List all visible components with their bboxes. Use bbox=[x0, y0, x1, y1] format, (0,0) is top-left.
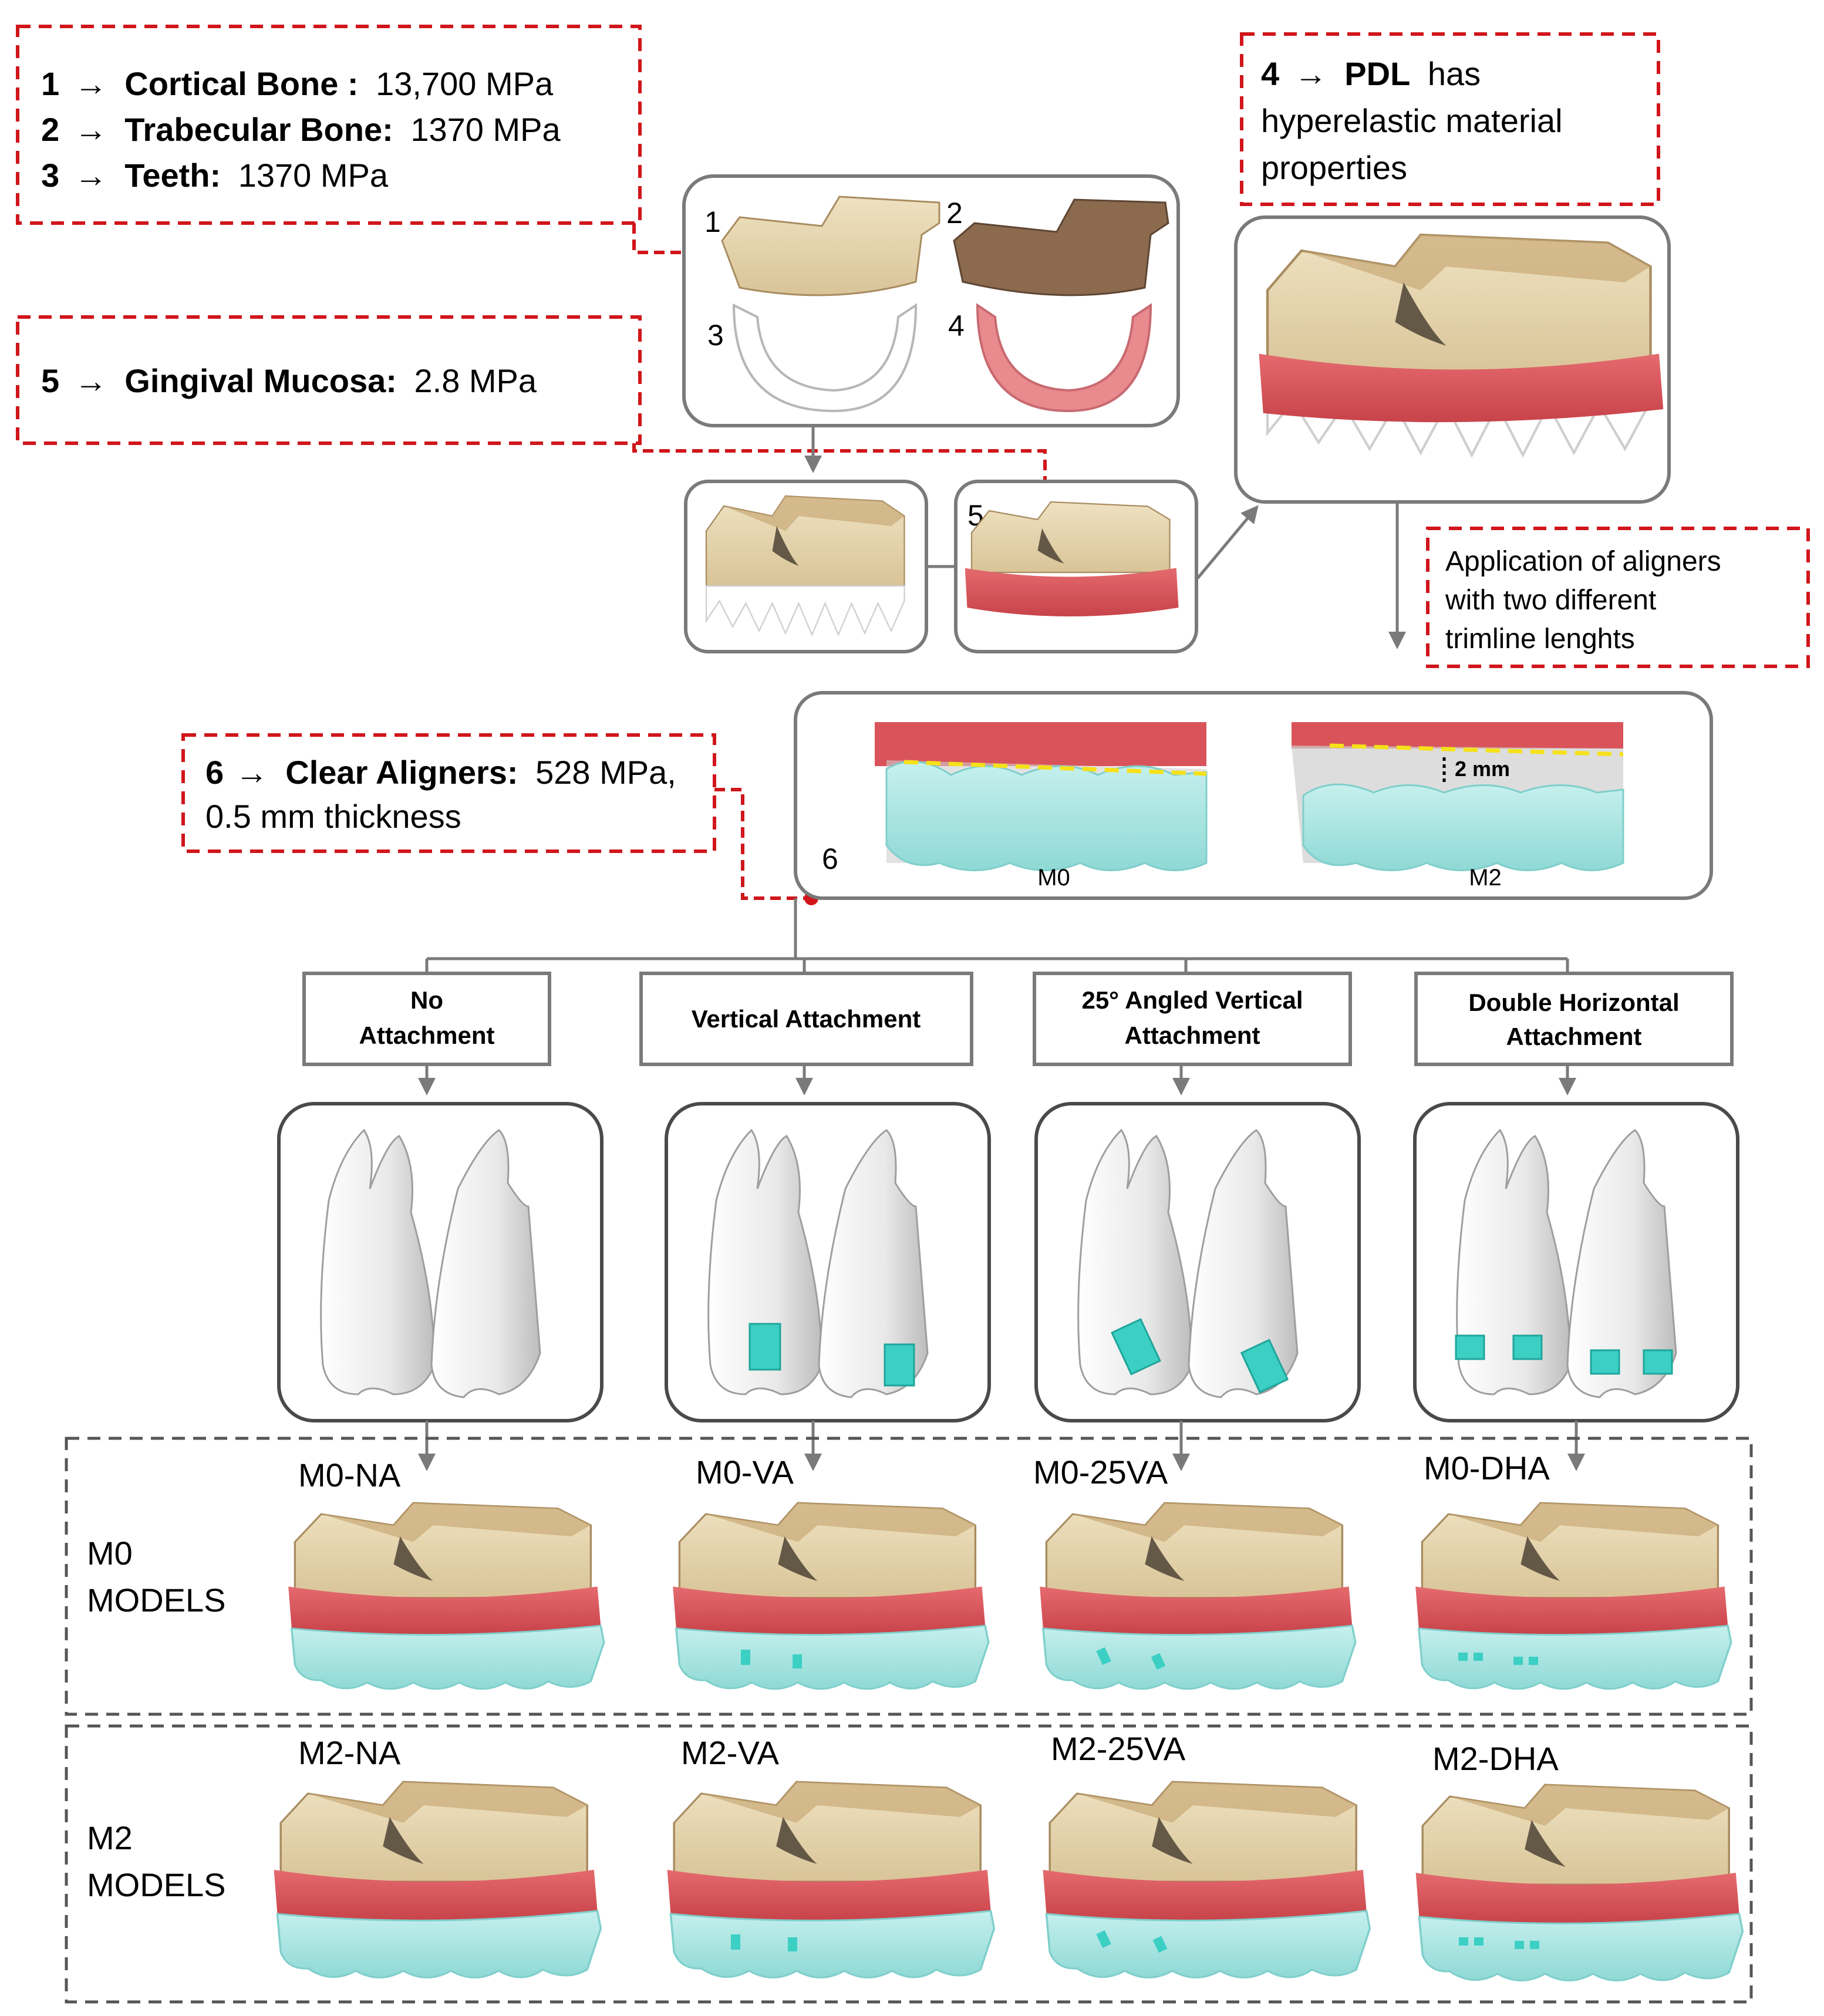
m2-dha-model bbox=[1414, 1784, 1744, 1982]
component-number-1: 1 bbox=[704, 205, 721, 238]
component-number-3: 3 bbox=[707, 319, 724, 352]
attachment-box-angled bbox=[1033, 972, 1352, 1066]
m2-model-label-va: M2-VA bbox=[681, 1734, 780, 1771]
material-line-2: 2 → Trabecular Bone: 1370 MPa bbox=[41, 111, 561, 148]
component-number-2: 2 bbox=[946, 197, 963, 230]
clear-aligners-line-2: 0.5 mm thickness bbox=[205, 798, 461, 835]
m2-trimline-model bbox=[1292, 722, 1624, 871]
gingiva-connector bbox=[632, 443, 1047, 492]
angled-attachment-2 bbox=[1240, 1339, 1289, 1394]
double-attachment-3 bbox=[1590, 1349, 1620, 1375]
materials-note-box bbox=[16, 25, 642, 225]
attachment-label-double-2: Attachment bbox=[1506, 1023, 1641, 1050]
gingiva-line: 5 → Gingival Mucosa: 2.8 MPa bbox=[41, 362, 537, 399]
m0-model-label-va: M0-VA bbox=[696, 1454, 794, 1491]
gingiva-model bbox=[965, 501, 1179, 616]
attachment-label-vertical: Vertical Attachment bbox=[692, 1005, 921, 1033]
trimline-label-m0: M0 bbox=[1037, 865, 1070, 891]
m0-25va-attachment-2 bbox=[1151, 1653, 1166, 1670]
angled-attachment-1 bbox=[1111, 1318, 1161, 1376]
aligner-application-line-3: trimline lenghts bbox=[1445, 623, 1635, 655]
vertical-attachment-1 bbox=[749, 1323, 781, 1371]
m0-row-title-2: MODELS bbox=[87, 1582, 226, 1619]
component-number-4: 4 bbox=[948, 309, 965, 342]
m0-na-model bbox=[287, 1502, 605, 1690]
attachment-label-angled-2: Attachment bbox=[1124, 1022, 1260, 1049]
m2-model-label-25va: M2-25VA bbox=[1051, 1730, 1186, 1767]
m2-row-title-2: MODELS bbox=[87, 1866, 226, 1903]
m2-25va-model bbox=[1041, 1781, 1371, 1979]
trimline-label-m2: M2 bbox=[1469, 865, 1502, 891]
m2-dha-attachment-2 bbox=[1474, 1937, 1484, 1946]
m2-va-attachment-1 bbox=[731, 1934, 740, 1950]
m2-va-attachment-2 bbox=[788, 1937, 797, 1951]
m0-25va-model bbox=[1039, 1502, 1357, 1690]
aligner-application-line-1: Application of aligners bbox=[1445, 546, 1721, 577]
clear-aligners-connector bbox=[714, 788, 809, 900]
pdl-line-2: hyperelastic material bbox=[1261, 102, 1563, 139]
component-number-6: 6 bbox=[822, 842, 838, 875]
pdl-line-1: 4 → PDL has bbox=[1261, 55, 1481, 92]
m0-dha-attachment-3 bbox=[1513, 1657, 1523, 1665]
m2-row-title-1: M2 bbox=[87, 1819, 133, 1856]
m0-va-model bbox=[672, 1502, 990, 1690]
m0-model-label-25va: M0-25VA bbox=[1033, 1454, 1168, 1491]
double-attachment-4 bbox=[1643, 1349, 1673, 1375]
m2-model-label-na: M2-NA bbox=[298, 1734, 401, 1771]
attachment-label-angled-1: 25° Angled Vertical bbox=[1081, 986, 1303, 1014]
double-attachment-2 bbox=[1512, 1334, 1543, 1360]
m2-models-row bbox=[65, 1724, 1753, 2004]
teeth-arch-shape bbox=[732, 303, 918, 413]
pdl-arch-shape bbox=[976, 303, 1152, 413]
clear-aligners-note-box bbox=[181, 733, 716, 853]
cortical-bone-shape bbox=[721, 195, 940, 296]
m2-dha-attachment-3 bbox=[1515, 1941, 1524, 1949]
m2-dha-attachment-4 bbox=[1530, 1941, 1539, 1949]
m0-dha-attachment-2 bbox=[1474, 1653, 1483, 1661]
m2-25va-attachment-2 bbox=[1152, 1936, 1168, 1953]
m0-model-label-dha: M0-DHA bbox=[1424, 1449, 1550, 1486]
pdl-line-3: properties bbox=[1261, 149, 1407, 186]
m2-dha-attachment-1 bbox=[1459, 1937, 1468, 1946]
clear-aligners-line-1: 6 → Clear Aligners: 528 MPa, bbox=[205, 754, 676, 791]
attachment-box-none bbox=[302, 972, 551, 1066]
m0-dha-attachment-4 bbox=[1529, 1657, 1538, 1665]
m0-models-row bbox=[65, 1437, 1753, 1716]
m2-na-model bbox=[272, 1781, 602, 1979]
trimline-gap-label: 2 mm bbox=[1455, 757, 1510, 781]
pdl-maxilla-model bbox=[1259, 235, 1664, 455]
attachment-box-vertical bbox=[639, 972, 973, 1066]
m0-model-label-na: M0-NA bbox=[298, 1457, 401, 1494]
material-line-3: 3 → Teeth: 1370 MPa bbox=[41, 157, 389, 194]
m0-25va-attachment-1 bbox=[1096, 1647, 1111, 1666]
attachment-label-double-1: Double Horizontal bbox=[1468, 989, 1679, 1016]
m2-model-label-dha: M2-DHA bbox=[1432, 1740, 1559, 1777]
aligner-application-line-2: with two different bbox=[1445, 585, 1656, 616]
m0-dha-model bbox=[1414, 1502, 1732, 1690]
m0-va-attachment-1 bbox=[741, 1650, 750, 1665]
arrow-to-pdl-panel bbox=[1196, 505, 1259, 579]
attachment-label-none-2: Attachment bbox=[359, 1022, 494, 1049]
m2-va-model bbox=[666, 1781, 996, 1979]
pdl-note-box bbox=[1240, 32, 1660, 206]
m2-25va-attachment-1 bbox=[1096, 1930, 1111, 1948]
double-attachment-1 bbox=[1455, 1334, 1485, 1360]
m0-dha-attachment-1 bbox=[1458, 1653, 1468, 1661]
attachment-label-none-1: No bbox=[410, 986, 443, 1014]
m0-row-title-1: M0 bbox=[87, 1535, 133, 1572]
m0-va-attachment-2 bbox=[793, 1654, 802, 1668]
gingiva-note-box bbox=[16, 315, 642, 445]
trabecular-bone-shape bbox=[953, 198, 1169, 296]
aligner-application-note-box bbox=[1426, 527, 1810, 668]
attachment-box-double bbox=[1414, 972, 1734, 1066]
m0-trimline-model bbox=[875, 722, 1208, 871]
vertical-attachment-2 bbox=[884, 1343, 915, 1387]
material-line-1: 1 → Cortical Bone : 13,700 MPa bbox=[41, 65, 554, 102]
